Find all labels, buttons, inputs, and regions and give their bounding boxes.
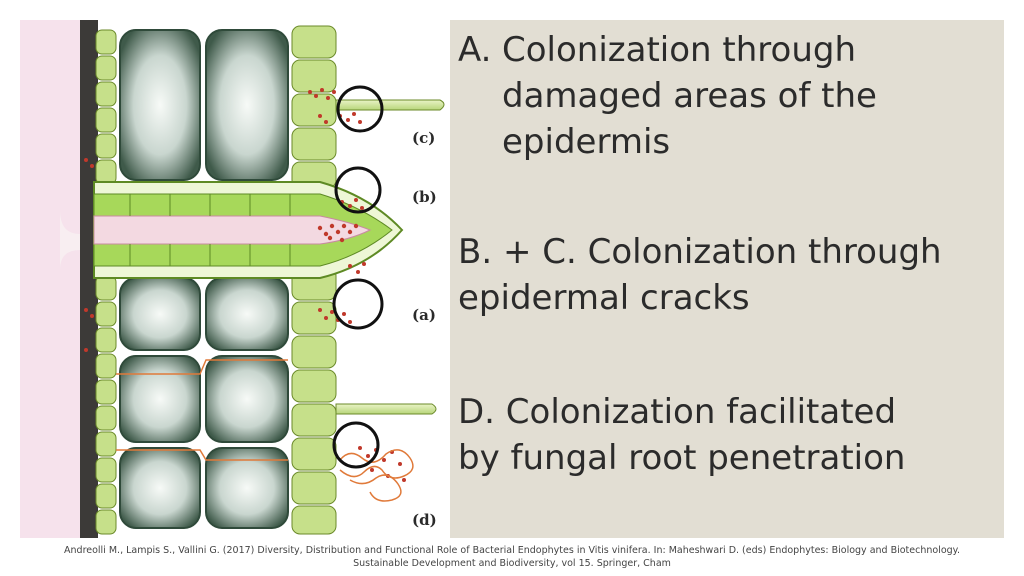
endodermis-wall (80, 20, 98, 538)
epidermis-cells (291, 25, 337, 535)
point-d-line2: by fungal root penetration (458, 438, 906, 478)
root-colonization-figure: (c) (b) (a) (d) (20, 20, 450, 538)
label-c: (c) (412, 129, 435, 147)
vascular-stripe (20, 20, 80, 538)
point-bc: B. + C. Colonization through epidermal c… (458, 229, 998, 321)
annotation-circles (332, 85, 384, 469)
circle-d (332, 421, 380, 469)
point-d-line1: D. Colonization facilitated (458, 392, 897, 432)
fungal-hyphae (116, 359, 414, 502)
citation-line2: Sustainable Development and Biodiversity… (353, 558, 671, 569)
root-hair-c (335, 99, 445, 111)
label-a: (a) (412, 306, 436, 324)
circle-b (334, 166, 382, 214)
lateral-root (60, 181, 404, 279)
citation: Andreolli M., Lampis S., Vallini G. (201… (0, 544, 1024, 570)
point-bc-line1: B. + C. Colonization through (458, 232, 942, 272)
cortex-cells (119, 29, 289, 529)
circle-c (336, 85, 384, 133)
endodermis-cells (95, 29, 117, 535)
point-d: D. Colonization facilitated by fungal ro… (458, 389, 998, 481)
point-bc-line2: epidermal cracks (458, 278, 750, 318)
citation-line1: Andreolli M., Lampis S., Vallini G. (201… (64, 545, 960, 556)
label-d: (d) (412, 511, 437, 529)
circle-a (332, 278, 384, 330)
point-a-text: Colonization through damaged areas of th… (502, 30, 877, 162)
point-a-letter: A. (458, 30, 492, 70)
point-a: A. Colonization through damaged areas of… (458, 27, 998, 165)
label-b: (b) (412, 188, 437, 206)
root-hair-d (335, 403, 437, 415)
